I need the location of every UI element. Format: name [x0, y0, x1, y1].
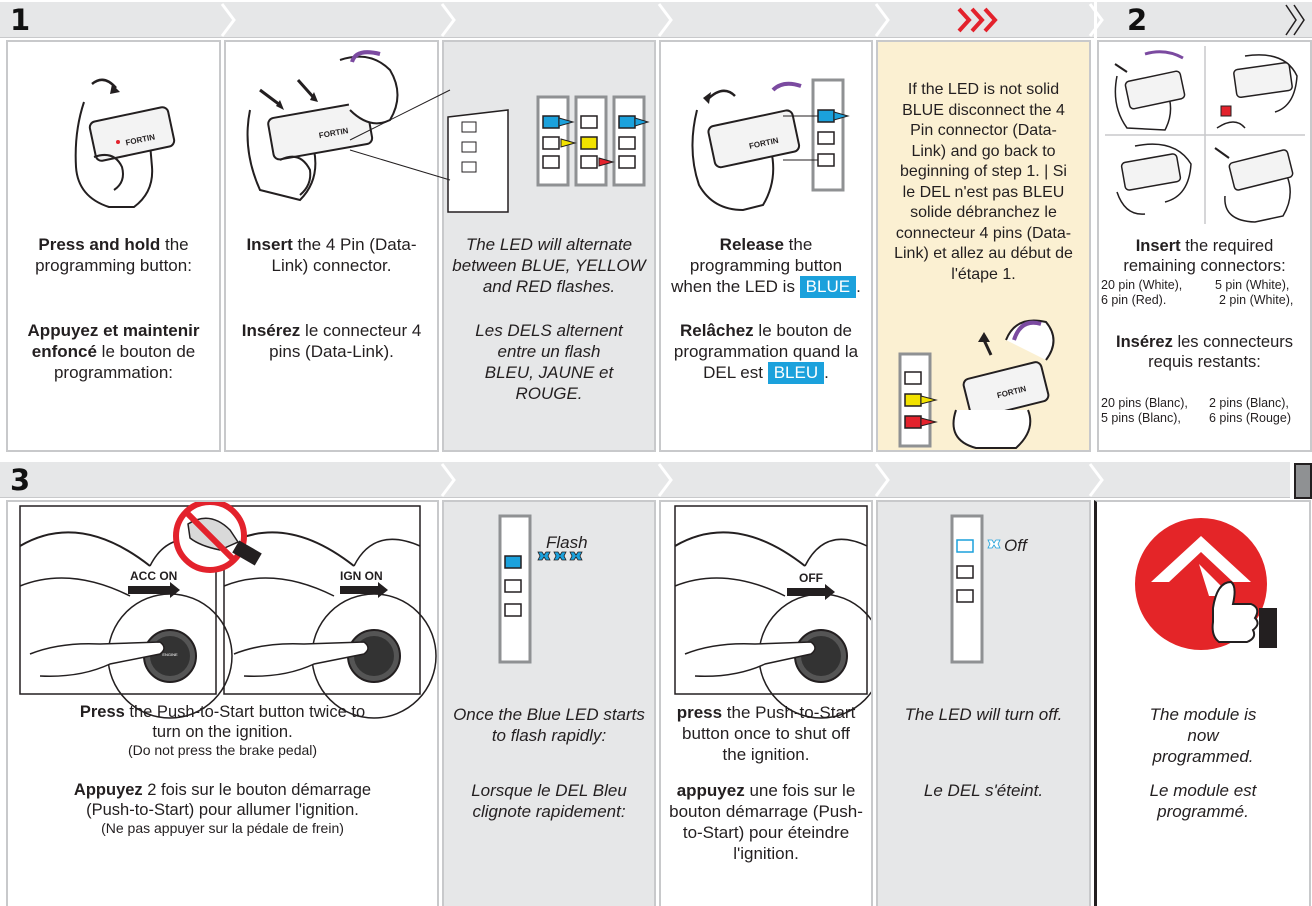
connector-item: 6 pins (Rouge) [1209, 411, 1291, 426]
chevron-separator-icon [874, 2, 890, 38]
warning-chevrons-icon [957, 7, 1001, 33]
step3-panel-led-off: Off The LED will turn off. Le DEL s'étei… [876, 500, 1091, 906]
step2-header: 2 [1097, 2, 1312, 38]
chevron-separator-icon [657, 2, 673, 38]
connector-item: 2 pins (Blanc), [1209, 396, 1289, 411]
chevron-separator-icon [440, 462, 456, 498]
instruction-en: Once the Blue LED starts to flash rapidl… [444, 704, 654, 746]
connector-insertion-grid-icon [1105, 46, 1305, 224]
chevron-separator-icon [440, 2, 456, 38]
hand-disconnect-icon: FORTIN [896, 310, 1076, 450]
instruction-en: The LED will turn off. [878, 704, 1089, 725]
step2-panel-insert-remaining: Insert the required remaining connectors… [1097, 40, 1312, 452]
step1-panel-led-alternate: The LED will alternate between BLUE, YEL… [442, 40, 656, 452]
hand-module-bottom-right [1215, 148, 1293, 222]
scrollbar-thumb[interactable] [1294, 463, 1312, 499]
step3-panel-press-once: OFF press the Push-to-Start button once … [659, 500, 873, 906]
off-label: OFF [799, 571, 823, 585]
instruction-en: The module is now programmed. [1097, 704, 1309, 767]
flash-label: Flash [546, 533, 588, 552]
step-number: 1 [10, 3, 30, 37]
instruction-en: Press the Push-to-Start button twice to … [8, 702, 437, 759]
hand-module-top-left [1115, 52, 1185, 130]
instruction-fr: Lorsque le DEL Bleu clignote rapidement: [444, 780, 654, 822]
flash-off-icon [988, 540, 1000, 548]
step1-header: 1 [0, 2, 1094, 38]
connector-item: 2 pin (White), [1219, 293, 1293, 308]
chevron-separator-icon [1088, 2, 1104, 38]
instruction-en: Insert the 4 Pin (Data-Link) connector. [226, 234, 437, 276]
connector-item: 6 pin (Red). [1101, 293, 1166, 308]
step1-panel-press-hold: FORTIN Press and hold the programming bu… [6, 40, 221, 452]
instruction-fr: Relâchez le bouton de programmation quan… [661, 320, 871, 384]
instruction-fr: Insérez les connecteurs requis restants: [1099, 332, 1310, 372]
instruction-en: Release the programming button when the … [661, 234, 871, 298]
led-off-diagram: Off [948, 516, 1068, 666]
instruction-fr: Appuyez 2 fois sur le bouton démarrage (… [8, 780, 437, 837]
fortin-logo-thumbs-up-icon [1133, 512, 1283, 662]
chevron-next-icon [1284, 3, 1310, 37]
instruction-fr: Le module est programmé. [1097, 780, 1309, 822]
chevron-separator-icon [1088, 462, 1104, 498]
step-number: 2 [1127, 3, 1147, 37]
step-number: 3 [10, 463, 30, 497]
hand-module-bottom-left [1117, 144, 1191, 214]
connector-item: 5 pin (White), [1215, 278, 1289, 293]
push-to-start-acc-ign-illustration: ENGINE ACC ON IGN ON [20, 506, 432, 698]
connector-item: 5 pins (Blanc), [1101, 411, 1181, 426]
warning-text: If the LED is not solid BLUE disconnect … [878, 80, 1089, 285]
hand-module-top-right [1217, 55, 1297, 128]
instruction-en: Press and hold the programming button: [8, 234, 219, 276]
led-sequence-diagram [448, 92, 654, 222]
acc-on-label: ACC ON [130, 569, 177, 583]
hand-holding-module-icon: FORTIN [64, 72, 174, 212]
chevron-separator-icon [874, 462, 890, 498]
instruction-fr: appuyez une fois sur le bouton démarrage… [661, 780, 871, 864]
chevron-separator-icon [657, 462, 673, 498]
connector-item: 20 pin (White), [1101, 278, 1182, 293]
led-flash-diagram: Flash [496, 516, 616, 666]
ign-on-label: IGN ON [340, 569, 383, 583]
hand-releasing-button-icon: FORTIN [683, 70, 858, 220]
step3-panel-flash: Flash Once the Blue LED starts to flash … [442, 500, 656, 906]
led-color-tag: BLEU [768, 362, 824, 384]
off-status-label: Off [1004, 536, 1029, 555]
flash-burst-icons [538, 552, 582, 560]
instruction-fr: Insérez le connecteur 4 pins (Data-Link)… [226, 320, 437, 362]
instruction-fr: Les DELS alternent entre un flash BLEU, … [444, 320, 654, 404]
zoom-lines [350, 90, 460, 190]
instruction-en: press the Push-to-Start button once to s… [661, 702, 871, 765]
step1-panel-warning: If the LED is not solid BLUE disconnect … [876, 40, 1091, 452]
chevron-separator-icon [220, 2, 236, 38]
led-color-tag: BLUE [800, 276, 856, 298]
step3-panel-press-twice: ENGINE ACC ON IGN ON Press the Push-to-S… [6, 500, 439, 906]
push-to-start-off-illustration: OFF [675, 506, 867, 696]
step3-panel-programmed: The module is now programmed. Le module … [1094, 500, 1311, 906]
instruction-en: Insert the required remaining connectors… [1099, 236, 1310, 276]
instruction-fr: Appuyez et maintenir enfoncé le bouton d… [8, 320, 219, 383]
connector-item: 20 pins (Blanc), [1101, 396, 1188, 411]
instruction-en: The LED will alternate between BLUE, YEL… [444, 234, 654, 297]
instruction-fr: Le DEL s'éteint. [878, 780, 1089, 801]
step1-panel-release: FORTIN Release the programming button wh… [659, 40, 873, 452]
engine-button-label: ENGINE [162, 652, 178, 657]
